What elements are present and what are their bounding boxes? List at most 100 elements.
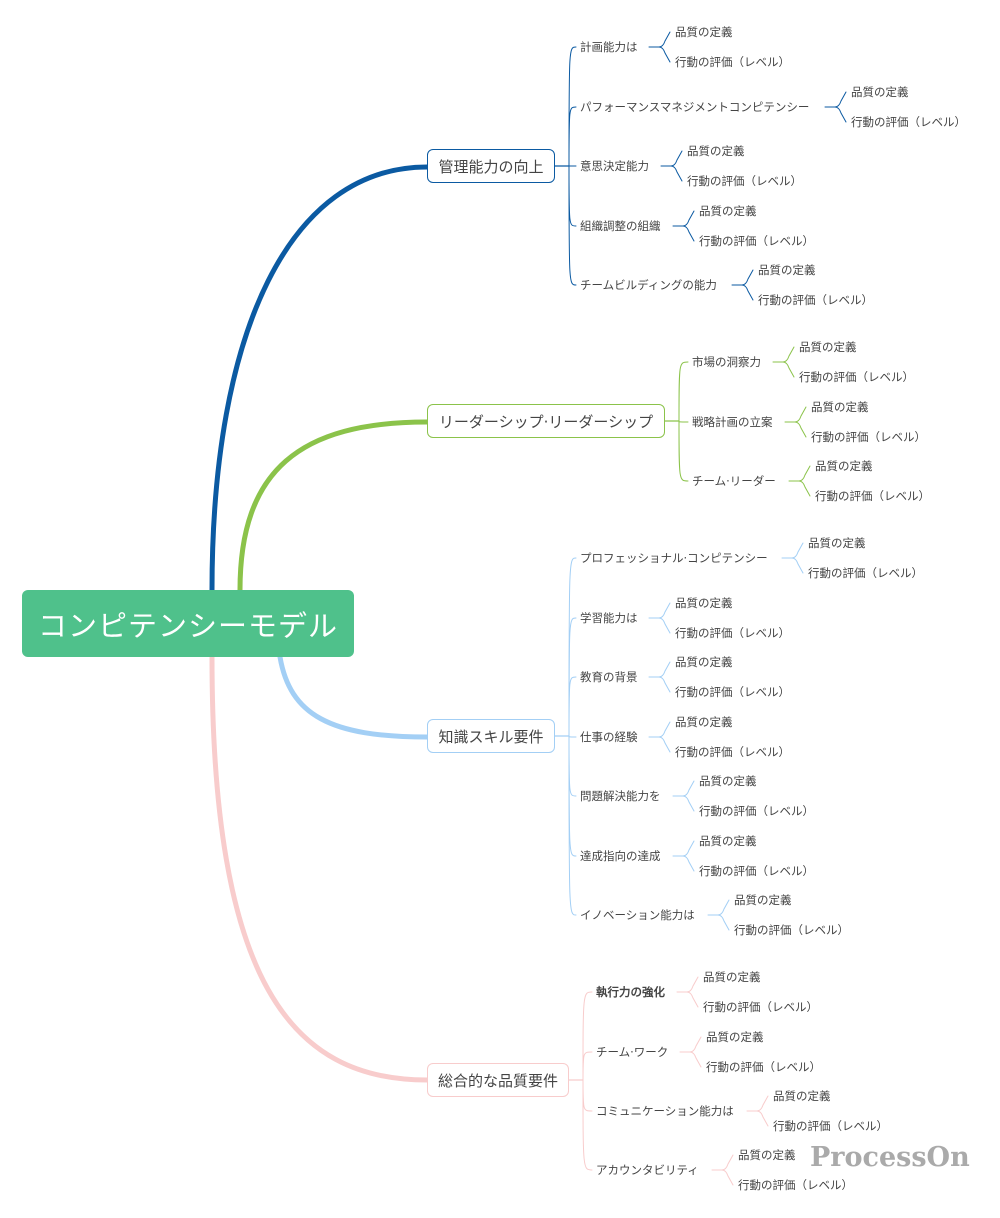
leaf-connector [741,284,754,301]
leaf-quality-definition[interactable]: 品質の定義 [699,204,757,218]
leaf-connector [672,780,695,797]
topic-node[interactable]: プロフェッショナル·コンピテンシー [580,551,768,565]
root-node[interactable]: コンピテンシーモデル [22,590,354,657]
leaf-behavior-evaluation[interactable]: 行動の評価（レベル） [706,1060,821,1074]
leaf-behavior-evaluation[interactable]: 行動の評価（レベル） [675,55,790,69]
leaf-quality-definition[interactable]: 品質の定義 [808,536,866,550]
branch-node[interactable]: 総合的な品質要件 [427,1063,569,1097]
topic-node[interactable]: 達成指向の達成 [580,849,661,863]
leaf-behavior-evaluation[interactable]: 行動の評価（レベル） [738,1178,853,1192]
leaf-connector [648,661,671,678]
leaf-quality-definition[interactable]: 品質の定義 [773,1089,831,1103]
child-connector [678,420,689,423]
leaf-quality-definition[interactable]: 品質の定義 [675,25,733,39]
topic-node[interactable]: 組織調整の組織 [580,219,661,233]
leaf-quality-definition[interactable]: 品質の定義 [734,893,792,907]
leaf-behavior-evaluation[interactable]: 行動の評価（レベル） [675,685,790,699]
topic-node[interactable]: コミュニケーション能力は [596,1104,734,1118]
topic-node[interactable]: 執行力の強化 [596,985,665,999]
branch-connector [209,654,430,1083]
leaf-behavior-evaluation[interactable]: 行動の評価（レベル） [699,804,814,818]
leaf-quality-definition[interactable]: 品質の定義 [799,340,857,354]
child-connector [568,557,577,737]
leaf-connector [782,361,795,378]
leaf-connector [672,210,695,227]
branch-connector [277,654,430,740]
leaf-quality-definition[interactable]: 品質の定義 [699,834,757,848]
leaf-connector [686,991,699,1008]
topic-node[interactable]: アカウンタビリティ [596,1163,699,1177]
leaf-quality-definition[interactable]: 品質の定義 [758,263,816,277]
leaf-behavior-evaluation[interactable]: 行動の評価（レベル） [703,1000,818,1014]
leaf-behavior-evaluation[interactable]: 行動の評価（レベル） [687,174,802,188]
topic-node[interactable]: 計画能力は [580,40,638,54]
leaf-quality-definition[interactable]: 品質の定義 [699,774,757,788]
child-connector [678,361,689,422]
leaf-quality-definition[interactable]: 品質の定義 [706,1030,764,1044]
leaf-connector [648,602,671,619]
topic-node[interactable]: 市場の洞察力 [692,355,761,369]
leaf-quality-definition[interactable]: 品質の定義 [703,970,761,984]
leaf-connector [672,840,695,857]
leaf-quality-definition[interactable]: 品質の定義 [851,85,909,99]
leaf-connector [834,106,847,123]
leaf-behavior-evaluation[interactable]: 行動の評価（レベル） [734,923,849,937]
leaf-connector [658,736,671,753]
branch-node[interactable]: 管理能力の向上 [427,149,555,183]
leaf-connector [798,480,811,497]
leaf-connector [788,465,811,482]
leaf-quality-definition[interactable]: 品質の定義 [815,459,873,473]
leaf-connector [689,1051,702,1068]
topic-node[interactable]: 教育の背景 [580,670,638,684]
leaf-behavior-evaluation[interactable]: 行動の評価（レベル） [699,234,814,248]
leaf-quality-definition[interactable]: 品質の定義 [687,144,745,158]
child-connector [568,676,577,737]
topic-node[interactable]: イノベーション能力は [580,908,695,922]
branch-node[interactable]: リーダーシップ·リーダーシップ [427,404,665,438]
child-connector [568,106,577,167]
topic-node[interactable]: チームビルディングの能力 [580,278,717,292]
leaf-quality-definition[interactable]: 品質の定義 [811,400,869,414]
leaf-connector [772,346,795,363]
topic-node[interactable]: 仕事の経験 [580,730,638,744]
leaf-quality-definition[interactable]: 品質の定義 [675,715,733,729]
leaf-connector [670,165,683,182]
child-connector [678,420,689,482]
leaf-behavior-evaluation[interactable]: 行動の評価（レベル） [675,745,790,759]
leaf-connector [794,421,807,438]
child-connector [568,165,577,286]
leaf-behavior-evaluation[interactable]: 行動の評価（レベル） [808,566,923,580]
branch-connector [237,419,430,593]
child-connector [582,1079,593,1112]
leaf-behavior-evaluation[interactable]: 行動の評価（レベル） [851,115,966,129]
leaf-behavior-evaluation[interactable]: 行動の評価（レベル） [773,1119,888,1133]
topic-node[interactable]: チーム·リーダー [692,474,776,488]
topic-node[interactable]: パフォーマンスマネジメントコンピテンシー [580,100,810,114]
leaf-behavior-evaluation[interactable]: 行動の評価（レベル） [758,293,873,307]
leaf-behavior-evaluation[interactable]: 行動の評価（レベル） [815,489,930,503]
leaf-behavior-evaluation[interactable]: 行動の評価（レベル） [675,626,790,640]
processon-watermark: ProcessOn [810,1142,970,1173]
leaf-behavior-evaluation[interactable]: 行動の評価（レベル） [799,370,914,384]
leaf-connector [658,676,671,693]
leaf-behavior-evaluation[interactable]: 行動の評価（レベル） [699,864,814,878]
topic-node[interactable]: 学習能力は [580,611,638,625]
topic-node[interactable]: 意思決定能力 [580,159,649,173]
topic-node[interactable]: チーム·ワーク [596,1045,669,1059]
leaf-connector [711,1154,734,1171]
leaf-quality-definition[interactable]: 品質の定義 [675,655,733,669]
topic-node[interactable]: 戦略計画の立案 [692,415,773,429]
child-connector [582,1051,593,1081]
leaf-connector [756,1110,769,1127]
leaf-connector [717,914,730,931]
branch-node[interactable]: 知識スキル要件 [427,719,555,753]
child-connector [568,165,577,227]
topic-node[interactable]: 問題解決能力を [580,789,661,803]
leaf-quality-definition[interactable]: 品質の定義 [738,1148,796,1162]
leaf-quality-definition[interactable]: 品質の定義 [675,596,733,610]
leaf-behavior-evaluation[interactable]: 行動の評価（レベル） [811,430,926,444]
leaf-connector [682,855,695,872]
leaf-connector [648,31,671,48]
